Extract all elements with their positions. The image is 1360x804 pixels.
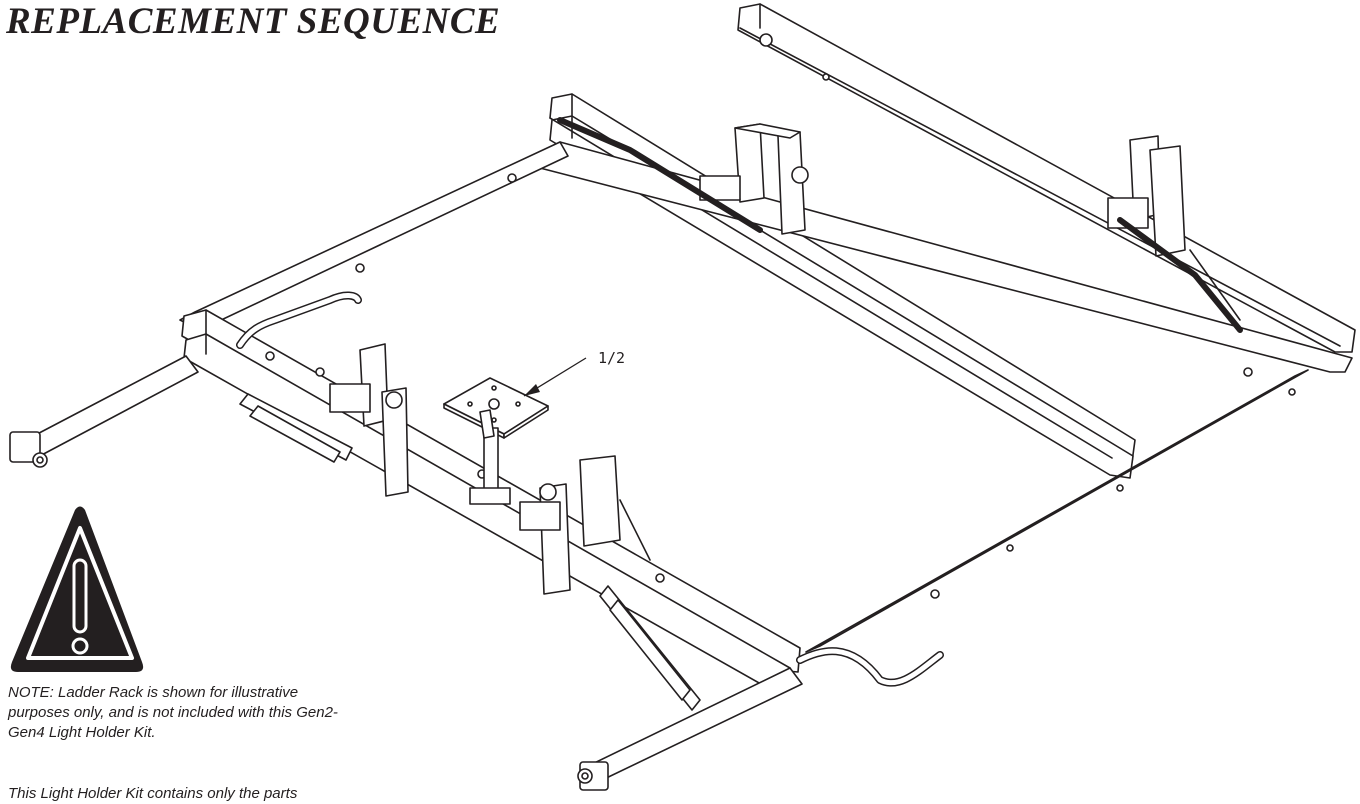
front-bottom-arm (577, 667, 803, 791)
page-title: REPLACEMENT SEQUENCE (6, 1, 501, 42)
right-side-tube (805, 369, 1309, 653)
illustrative-note: NOTE: Ladder Rack is shown for illustrat… (8, 684, 338, 741)
front-left-arm (9, 355, 199, 468)
clamp-bracket-front-middle (519, 455, 651, 595)
kit-contents-note: This Light Holder Kit contains only the … (8, 785, 298, 802)
rear-handle-inner (237, 293, 361, 348)
clamp-bracket-front-left (329, 343, 409, 497)
rear-strut (557, 117, 763, 233)
light-holder (443, 377, 549, 505)
front-handle-inner (797, 648, 943, 686)
callout-label: 1/2 (598, 349, 625, 367)
callout-1-2: 1/2 (523, 349, 625, 397)
rear-strut-right (1117, 217, 1243, 333)
gas-spring-front (599, 585, 701, 711)
gas-spring-rear (239, 393, 353, 463)
clamp-bracket-rear-middle (699, 123, 809, 235)
warning-triangle-icon (10, 506, 144, 672)
